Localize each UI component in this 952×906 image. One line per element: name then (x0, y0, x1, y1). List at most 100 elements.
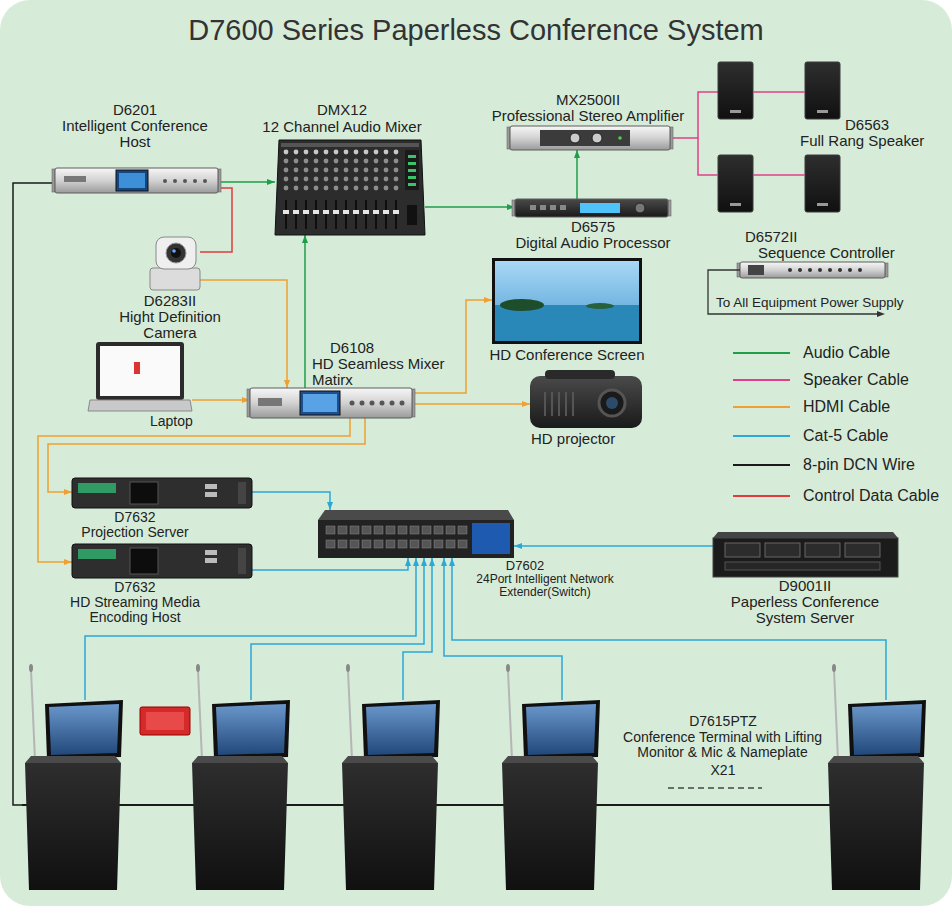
dcn-wire (22, 804, 870, 806)
terminal-housing (502, 763, 598, 890)
switch-port (422, 540, 431, 548)
model-number: DMX12 (292, 102, 392, 118)
speaker-cable (753, 174, 805, 176)
fader-cap (353, 210, 359, 214)
terminal-screen (216, 704, 286, 755)
drive-bay (725, 543, 760, 557)
laptop-lid (96, 342, 184, 400)
model-number: D7632 (85, 510, 185, 525)
fader-slot (295, 200, 297, 229)
speaker-logo (817, 203, 828, 206)
fader-slot (395, 200, 397, 229)
legend-text: Cat-5 Cable (803, 426, 888, 445)
mixer-knob (284, 150, 289, 155)
speaker-cabinet (718, 62, 753, 119)
projection-server: D7632Projection Server (72, 478, 252, 508)
arrow-head (284, 380, 290, 388)
mixer-knob (384, 159, 389, 164)
button (380, 401, 385, 406)
mixer-knob (354, 177, 359, 182)
server-logo (78, 549, 116, 559)
mixer-knob (304, 168, 309, 173)
device-label: Full Rang Speaker (800, 133, 945, 149)
terminal-screen (852, 704, 922, 755)
terminal-top (192, 756, 288, 763)
mixer-knob (384, 168, 389, 173)
cable-connector (218, 179, 275, 185)
model-number: D6563 (845, 117, 915, 133)
switch-port (410, 540, 419, 548)
mixer-knob (364, 186, 369, 191)
microphone-head (506, 664, 510, 672)
device-label: HD Seamless Mixer Matirx (312, 356, 462, 388)
device-label: Hight Definition Camera (106, 309, 234, 341)
arrow-head (327, 502, 333, 510)
terminal-monitor (848, 700, 926, 759)
mixer-knob (284, 186, 289, 191)
terminal-housing (192, 763, 288, 890)
cable-line (425, 206, 515, 208)
speaker-cabinet (718, 155, 753, 212)
terminal-housing (25, 763, 121, 890)
cable-line (403, 558, 432, 700)
arrow-head (413, 558, 419, 566)
device-label: 12 Channel Audio Mixer (252, 119, 432, 135)
mixer-knob (314, 168, 319, 173)
camera-base (150, 268, 200, 290)
legend-text: Control Data Cable (803, 486, 939, 505)
device-label: 24Port Intelligent Network Extender(Swit… (470, 573, 620, 599)
cable-connector (200, 280, 290, 388)
arrow-head (405, 558, 411, 566)
terminal-screen (366, 704, 436, 755)
cable-line (252, 492, 330, 510)
processor-knob (635, 203, 645, 213)
cable-connector (412, 297, 492, 393)
speaker-cabinet (805, 62, 840, 119)
fader-cap (313, 210, 319, 214)
model-number: D6283II (120, 293, 220, 309)
mixer-knob (304, 177, 309, 182)
laptop: Laptop (88, 342, 192, 412)
laptop-base (88, 400, 192, 411)
mixer-knob (384, 177, 389, 182)
channel-light (818, 268, 822, 272)
switch-port (326, 540, 335, 548)
conference-terminal-row: D7615PTZConference Terminal with Lifting… (22, 700, 932, 892)
mixer-knob (374, 186, 379, 191)
switch-top (318, 510, 514, 520)
mixer-knob (344, 186, 349, 191)
cable-connector (302, 235, 308, 388)
device-label: Professional Stereo Amplifier (470, 108, 706, 124)
terminal-housing (828, 763, 924, 890)
speaker-logo (817, 110, 828, 113)
drive-bay (845, 543, 880, 557)
switch-port (458, 526, 467, 534)
projector-body (530, 376, 642, 428)
arrow-head (877, 311, 885, 317)
switch-port (374, 540, 383, 548)
fader-cap (343, 210, 349, 214)
button (183, 179, 187, 183)
server-side (238, 482, 246, 504)
cable-line (200, 188, 232, 252)
screen-sky (495, 261, 639, 341)
speaker-cable (698, 138, 718, 175)
device-label: Digital Audio Processor (493, 235, 693, 251)
mixer-knob (394, 168, 399, 173)
mixer-knob (354, 150, 359, 155)
server-box (72, 478, 252, 508)
fader-slot (305, 200, 307, 229)
seamless-matrix: D6108HD Seamless Mixer Matirx (250, 388, 412, 418)
cable-connector (85, 558, 419, 700)
terminal-screen (526, 704, 596, 755)
speaker-cabinet (805, 155, 840, 212)
rack-unit (510, 126, 670, 150)
legend-text: Speaker Cable (803, 370, 909, 389)
terminal-top (342, 756, 438, 763)
button (560, 205, 566, 210)
mixer-knob (304, 186, 309, 191)
button (390, 401, 395, 406)
mixer-knob (354, 159, 359, 164)
master-fader (407, 205, 417, 225)
